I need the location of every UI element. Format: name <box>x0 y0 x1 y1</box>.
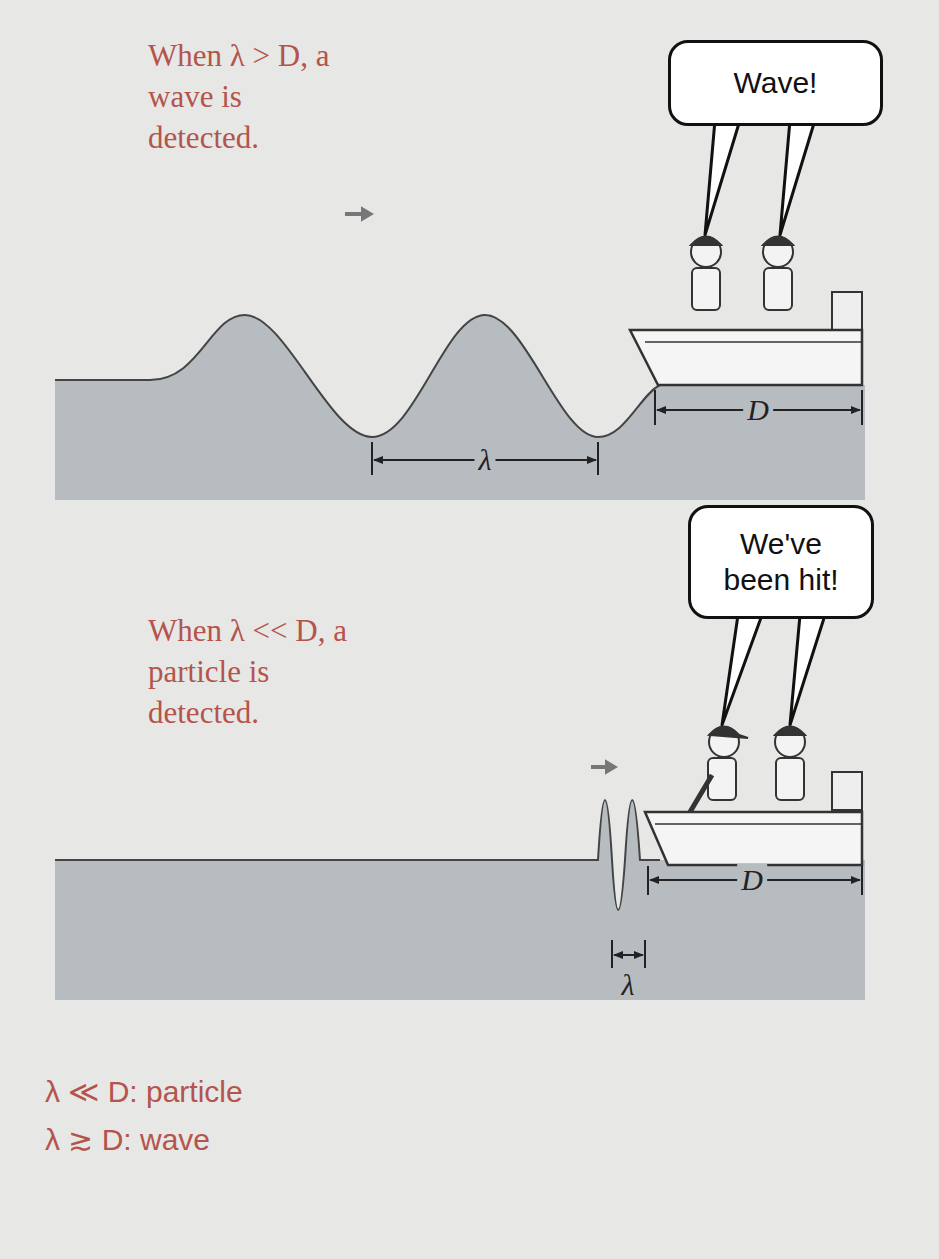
speech-bubble: We've been hit! <box>688 505 874 619</box>
boat <box>630 237 862 386</box>
direction-arrow <box>592 761 616 773</box>
caption-note: When λ << D, a particle is detected. <box>148 610 363 733</box>
wave-line <box>55 800 660 910</box>
speech-bubble: Wave! <box>668 40 883 126</box>
dimension-line <box>614 954 643 956</box>
boat <box>645 727 862 866</box>
dimension-label: λ <box>475 444 496 476</box>
water <box>55 800 865 1000</box>
speech-text: We've been hit! <box>713 526 849 598</box>
speech-tail <box>780 120 815 235</box>
water <box>55 315 865 500</box>
direction-arrow <box>346 208 372 220</box>
summary-rule: λ ≪ D: particle <box>45 1074 243 1110</box>
dimension-label: λ <box>619 969 638 1001</box>
speech-tail <box>722 615 762 725</box>
speech-tail <box>705 120 740 235</box>
caption-note: When λ > D, a wave is detected. <box>148 35 358 158</box>
dimension-label: D <box>737 864 767 896</box>
speech-text: Wave! <box>734 65 818 101</box>
dimension-label: D <box>743 394 773 426</box>
summary-rule: λ ≳ D: wave <box>45 1122 210 1158</box>
speech-tail <box>790 615 825 725</box>
wave-line <box>55 315 660 437</box>
